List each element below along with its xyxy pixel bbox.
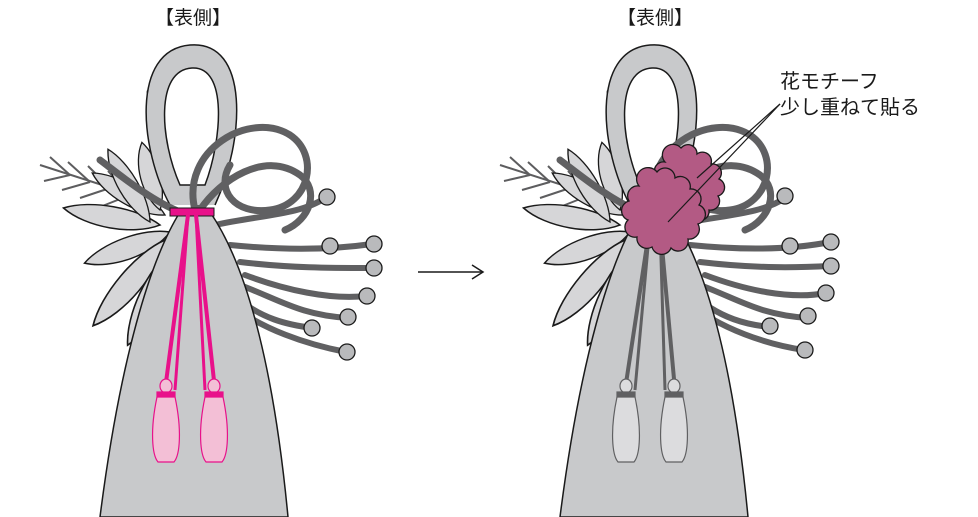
annotation-line-1: 花モチーフ <box>780 69 879 93</box>
right-tassel-1 <box>613 379 640 462</box>
left-berries <box>304 189 382 360</box>
left-panel-title: 【表側】 <box>155 7 231 29</box>
left-tassel-2 <box>201 379 228 462</box>
transition-arrow <box>418 265 483 279</box>
right-panel: 【表側】 <box>500 7 920 517</box>
right-panel-title: 【表側】 <box>617 7 693 29</box>
right-tassel-2 <box>661 379 688 462</box>
right-berries <box>762 188 839 358</box>
left-tassel-1 <box>153 379 180 462</box>
left-panel: 【表側】 <box>40 7 382 517</box>
annotation-line-2: 少し重ねて貼る <box>780 95 920 119</box>
